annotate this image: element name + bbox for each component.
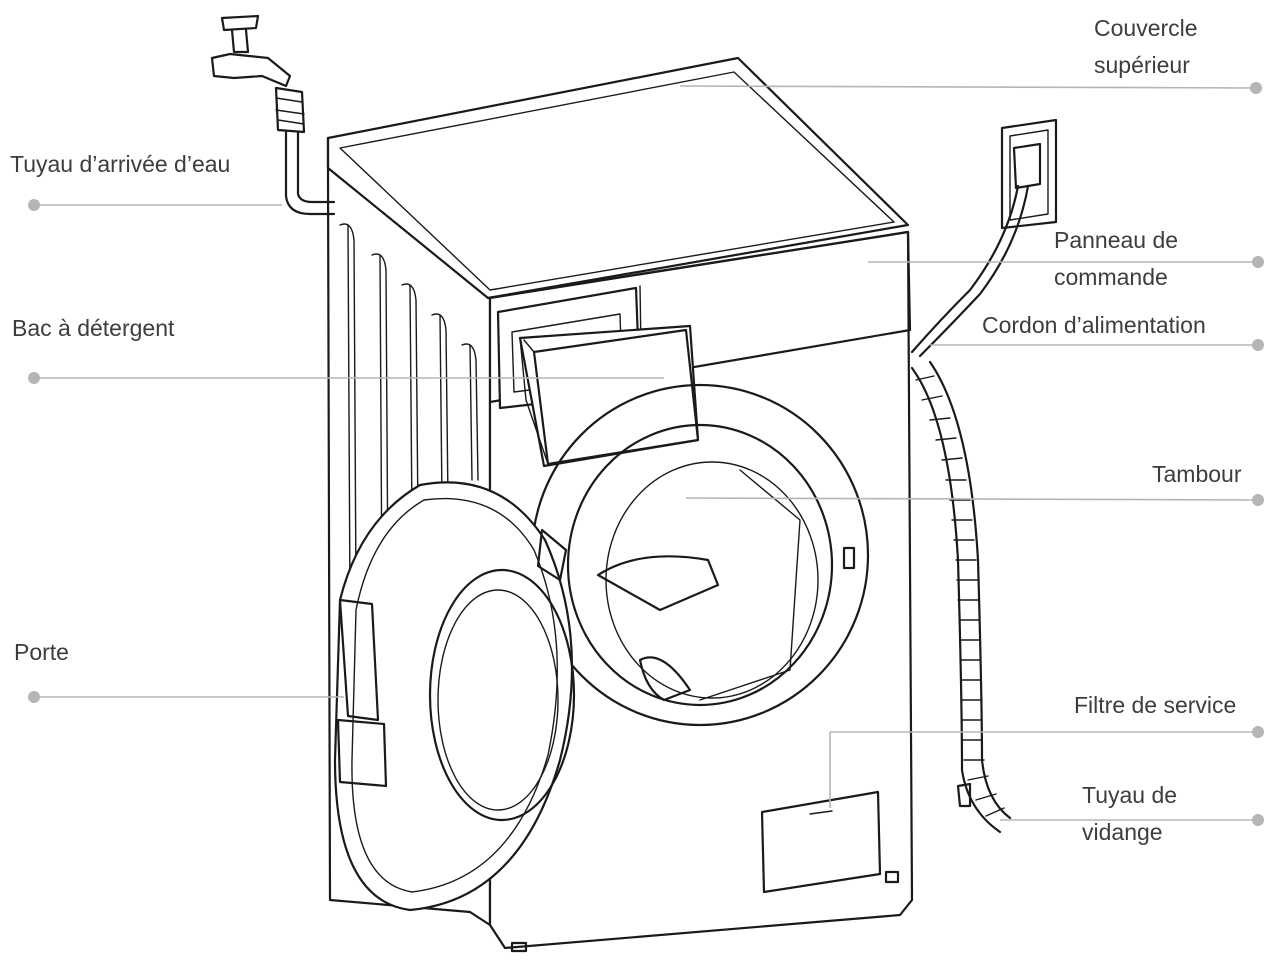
drain-hose (910, 360, 1012, 834)
label-control-panel-line2: commande (1054, 264, 1168, 290)
machine-feet (510, 870, 900, 953)
leader-dot-top-cover (1250, 82, 1262, 94)
label-top-cover-line1: Couvercle (1094, 15, 1198, 41)
leader-lines (28, 82, 1264, 826)
label-detergent-drawer-line1: Bac à détergent (12, 315, 175, 341)
label-power-cord-line1: Cordon d’alimentation (982, 312, 1206, 338)
door (333, 481, 576, 912)
label-control-panel-line1: Panneau de (1054, 227, 1179, 253)
label-power-cord: Cordon d’alimentation (982, 307, 1206, 344)
label-control-panel: Panneau de commande (1054, 222, 1178, 296)
leader-dot-drain-hose (1252, 814, 1264, 826)
leader-dot-service-filter (1252, 726, 1264, 738)
leader-dot-door (28, 691, 40, 703)
leader-dot-detergent-drawer (28, 372, 40, 384)
service-filter-cover (760, 790, 882, 894)
leader-dot-water-inlet (28, 199, 40, 211)
label-drum-line1: Tambour (1152, 461, 1242, 487)
drum (530, 383, 870, 727)
label-service-filter: Filtre de service (1074, 687, 1236, 724)
water-tap-icon (210, 14, 336, 216)
label-door-line1: Porte (14, 639, 69, 665)
leader-dot-power-cord (1252, 339, 1264, 351)
wall-socket-icon (910, 118, 1058, 358)
label-door: Porte (14, 634, 69, 671)
leader-top-cover (679, 85, 1257, 89)
leader-dot-drum (1252, 494, 1264, 506)
label-detergent-drawer: Bac à détergent (12, 310, 174, 347)
label-drain-hose-line2: vidange (1082, 819, 1163, 845)
top-cover (326, 56, 910, 300)
label-service-filter-line1: Filtre de service (1074, 692, 1237, 718)
label-water-inlet: Tuyau d’arrivée d’eau (10, 146, 230, 183)
label-drain-hose: Tuyau de vidange (1082, 777, 1177, 851)
label-top-cover-line2: supérieur (1094, 52, 1190, 78)
label-water-inlet-line1: Tuyau d’arrivée d’eau (10, 151, 231, 177)
leader-drum (685, 497, 1259, 501)
label-top-cover: Couvercle supérieur (1094, 10, 1198, 84)
leader-dot-control-panel (1252, 256, 1264, 268)
label-drum: Tambour (1152, 456, 1241, 493)
label-drain-hose-line1: Tuyau de (1082, 782, 1178, 808)
